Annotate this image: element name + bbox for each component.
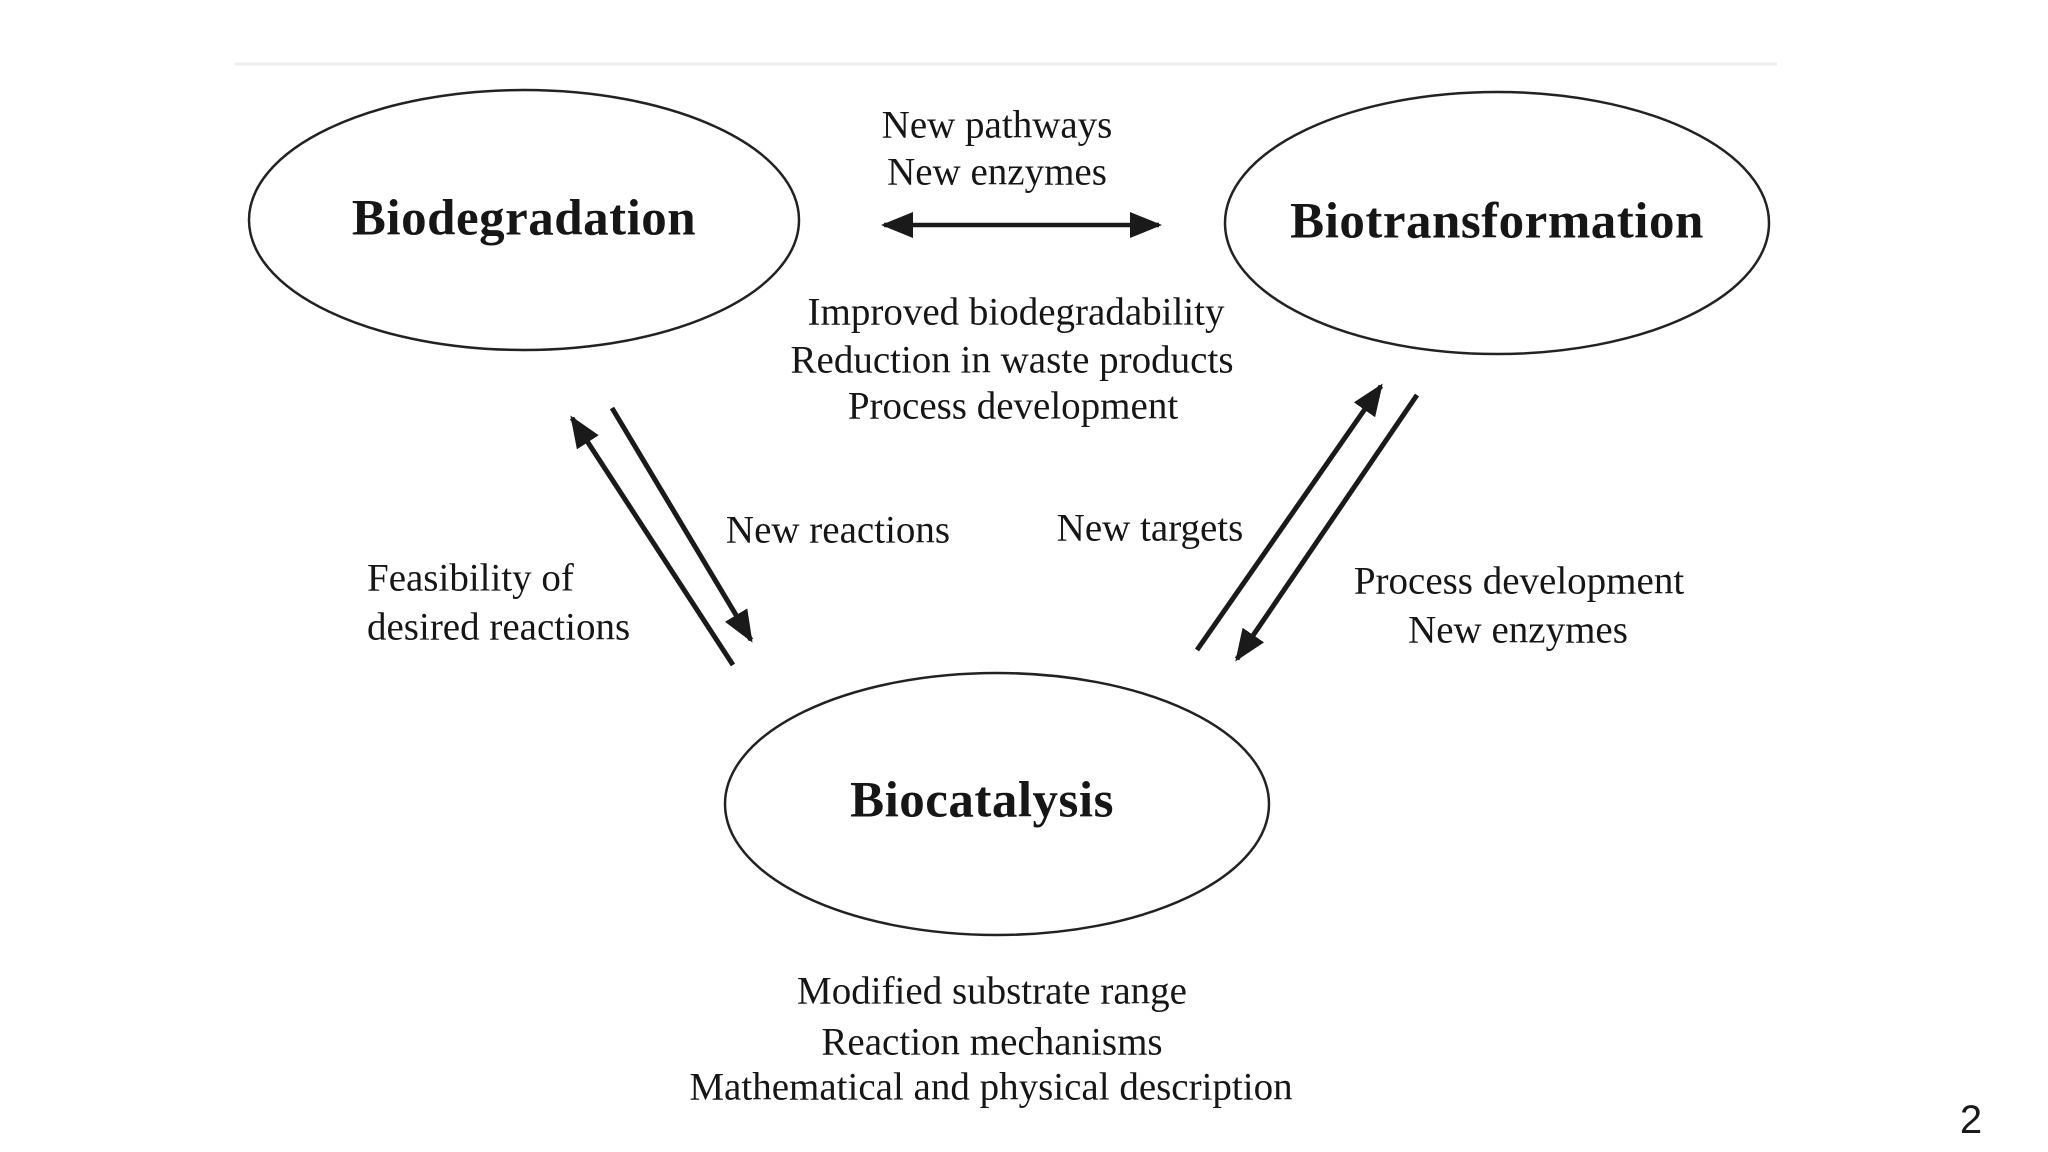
left-arrow-label-feasibility: Feasibility of [367,556,574,600]
biocatalysis-to-biotransformation-arrow-icon [1194,383,1384,652]
right-arrow-label-process-development: Process development [1353,559,1685,603]
biodegradation-ellipse [247,88,801,352]
biocatalysis-note-reaction-mechanisms: Reaction mechanisms [821,1020,1163,1064]
top-arrow-label-new-pathways: New pathways [881,103,1113,147]
top-arrow-label-new-enzymes: New enzymes [887,150,1107,194]
top-arrow-label-process-development: Process development [847,384,1179,428]
biotransformation-to-biocatalysis-arrow-icon [1234,393,1420,662]
biotransformation-ellipse [1223,90,1771,356]
biocatalysis-to-biodegradation-arrow-icon [569,415,736,667]
biodegradation-to-biocatalysis-arrow-icon [609,406,754,643]
biodegradation-label: Biodegradation [351,190,697,247]
right-arrow-label-new-targets: New targets [1056,506,1244,550]
right-arrow-label-new-enzymes: New enzymes [1408,608,1628,652]
top-arrow-label-improved-biodegradability: Improved biodegradability [807,290,1225,334]
left-arrow-label-desired-reactions: desired reactions [367,605,631,649]
page-number: 2 [1959,1098,1983,1142]
left-arrow-label-new-reactions: New reactions [725,508,951,552]
biotransformation-label: Biotransformation [1290,193,1704,250]
biocatalysis-ellipse [723,671,1271,937]
biocatalysis-note-mathematical-description: Mathematical and physical description [689,1065,1293,1109]
biocatalysis-label: Biocatalysis [850,772,1114,829]
top-arrow-label-reduction-waste: Reduction in waste products [790,338,1234,382]
biocatalysis-note-modified-substrate: Modified substrate range [797,969,1187,1013]
